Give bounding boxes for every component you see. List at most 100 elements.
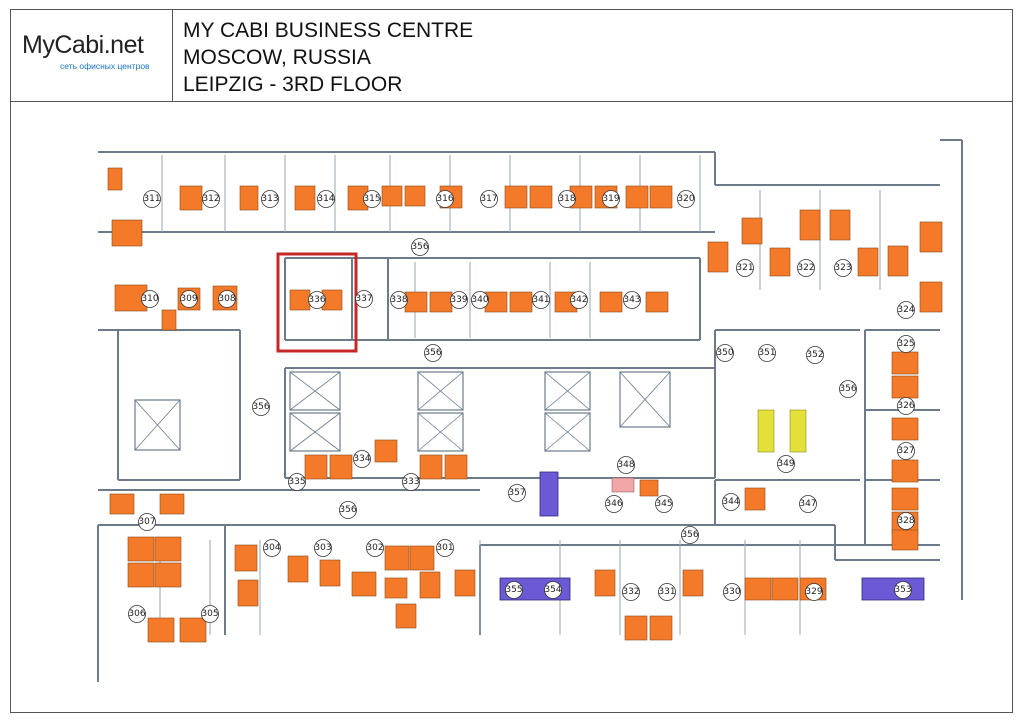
office-desk	[404, 185, 426, 207]
room-label-317: 317	[480, 190, 498, 208]
room-label-350: 350	[716, 344, 734, 362]
office-desk	[127, 562, 155, 588]
office-desk	[429, 291, 453, 313]
room-number: 340	[471, 295, 488, 305]
room-label-318: 318	[558, 190, 576, 208]
title-line-2: MOSCOW, RUSSIA	[183, 46, 371, 69]
room-number: 345	[655, 499, 672, 509]
elevator-cross	[417, 412, 464, 452]
office-desk	[419, 571, 441, 599]
room-label-338: 338	[390, 291, 408, 309]
office-desk	[919, 221, 943, 253]
room-label-314: 314	[317, 190, 335, 208]
room-number: 342	[570, 295, 587, 305]
room-number: 330	[723, 587, 740, 597]
room-number: 303	[314, 543, 331, 553]
room-number: 318	[558, 194, 575, 204]
room-number: 327	[897, 446, 914, 456]
office-desk	[891, 351, 919, 375]
elevator-shaft	[417, 371, 464, 411]
room-number: 325	[897, 339, 914, 349]
office-desk	[829, 209, 851, 241]
room-label-circle	[218, 290, 236, 308]
office-desk	[287, 555, 309, 583]
room-label-circle	[897, 442, 915, 460]
room-label-circle	[736, 259, 754, 277]
office-desk	[682, 569, 704, 597]
room-label-circle	[894, 581, 912, 599]
room-number: 348	[617, 460, 634, 470]
room-number: 339	[450, 295, 467, 305]
room-number: 324	[897, 305, 914, 315]
room-label-circle	[261, 190, 279, 208]
room-label-circle	[806, 346, 824, 364]
pantry-counter	[611, 477, 635, 493]
corridor-label: 356	[339, 501, 357, 519]
office-desk	[147, 617, 175, 643]
room-label-313: 313	[261, 190, 279, 208]
room-number: 356	[339, 505, 356, 515]
office-desk	[887, 245, 909, 277]
room-label-319: 319	[602, 190, 620, 208]
room-number: 350	[716, 348, 733, 358]
room-number: 353	[894, 585, 911, 595]
room-number: 349	[777, 459, 794, 469]
office-desk	[179, 185, 203, 211]
room-number: 317	[480, 194, 497, 204]
room-number: 322	[797, 263, 814, 273]
elevator-shaft	[544, 412, 591, 452]
room-label-circle	[532, 291, 550, 309]
room-label-310: 310	[141, 290, 159, 308]
room-number: 329	[805, 587, 822, 597]
room-number: 356	[681, 530, 698, 540]
office-desk	[625, 185, 649, 209]
room-label-355: 355	[505, 581, 523, 599]
room-label-325: 325	[897, 335, 915, 353]
office-desk	[639, 479, 659, 497]
room-label-342: 342	[570, 291, 588, 309]
room-number: 352	[806, 350, 823, 360]
room-label-circle	[202, 190, 220, 208]
office-desk	[504, 185, 528, 209]
office-desk	[707, 241, 729, 273]
room-label-349: 349	[777, 455, 795, 473]
room-number: 326	[897, 401, 914, 411]
room-number: 356	[252, 402, 269, 412]
room-label-330: 330	[723, 583, 741, 601]
room-number: 356	[411, 242, 428, 252]
room-label-circle	[716, 344, 734, 362]
office-desk	[234, 544, 258, 572]
room-number: 309	[180, 294, 197, 304]
office-desk	[509, 291, 533, 313]
room-label-333: 333	[402, 473, 420, 491]
room-label-332: 332	[622, 583, 640, 601]
room-label-circle	[436, 190, 454, 208]
room-number: 304	[263, 543, 280, 553]
room-label-343: 343	[623, 291, 641, 309]
room-label-circle	[570, 291, 588, 309]
room-number: 357	[508, 488, 525, 498]
office-desk	[304, 454, 328, 480]
room-label-circle	[180, 290, 198, 308]
room-label-327: 327	[897, 442, 915, 460]
room-label-320: 320	[677, 190, 695, 208]
office-desk	[395, 603, 417, 629]
room-number: 335	[288, 477, 305, 487]
room-number: 310	[141, 294, 158, 304]
office-desk	[127, 536, 155, 562]
office-desk	[319, 559, 341, 587]
room-label-circle	[758, 344, 776, 362]
room-label-circle	[128, 605, 146, 623]
corridor-label: 356	[252, 398, 270, 416]
sanitary-unit	[789, 409, 807, 453]
room-number: 312	[202, 194, 219, 204]
office-desk	[891, 529, 919, 551]
room-label-345: 345	[655, 495, 673, 513]
sanitary-unit	[757, 409, 775, 453]
room-label-354: 354	[544, 581, 562, 599]
room-number: 321	[736, 263, 753, 273]
room-label-circle	[897, 301, 915, 319]
room-label-circle	[617, 456, 635, 474]
